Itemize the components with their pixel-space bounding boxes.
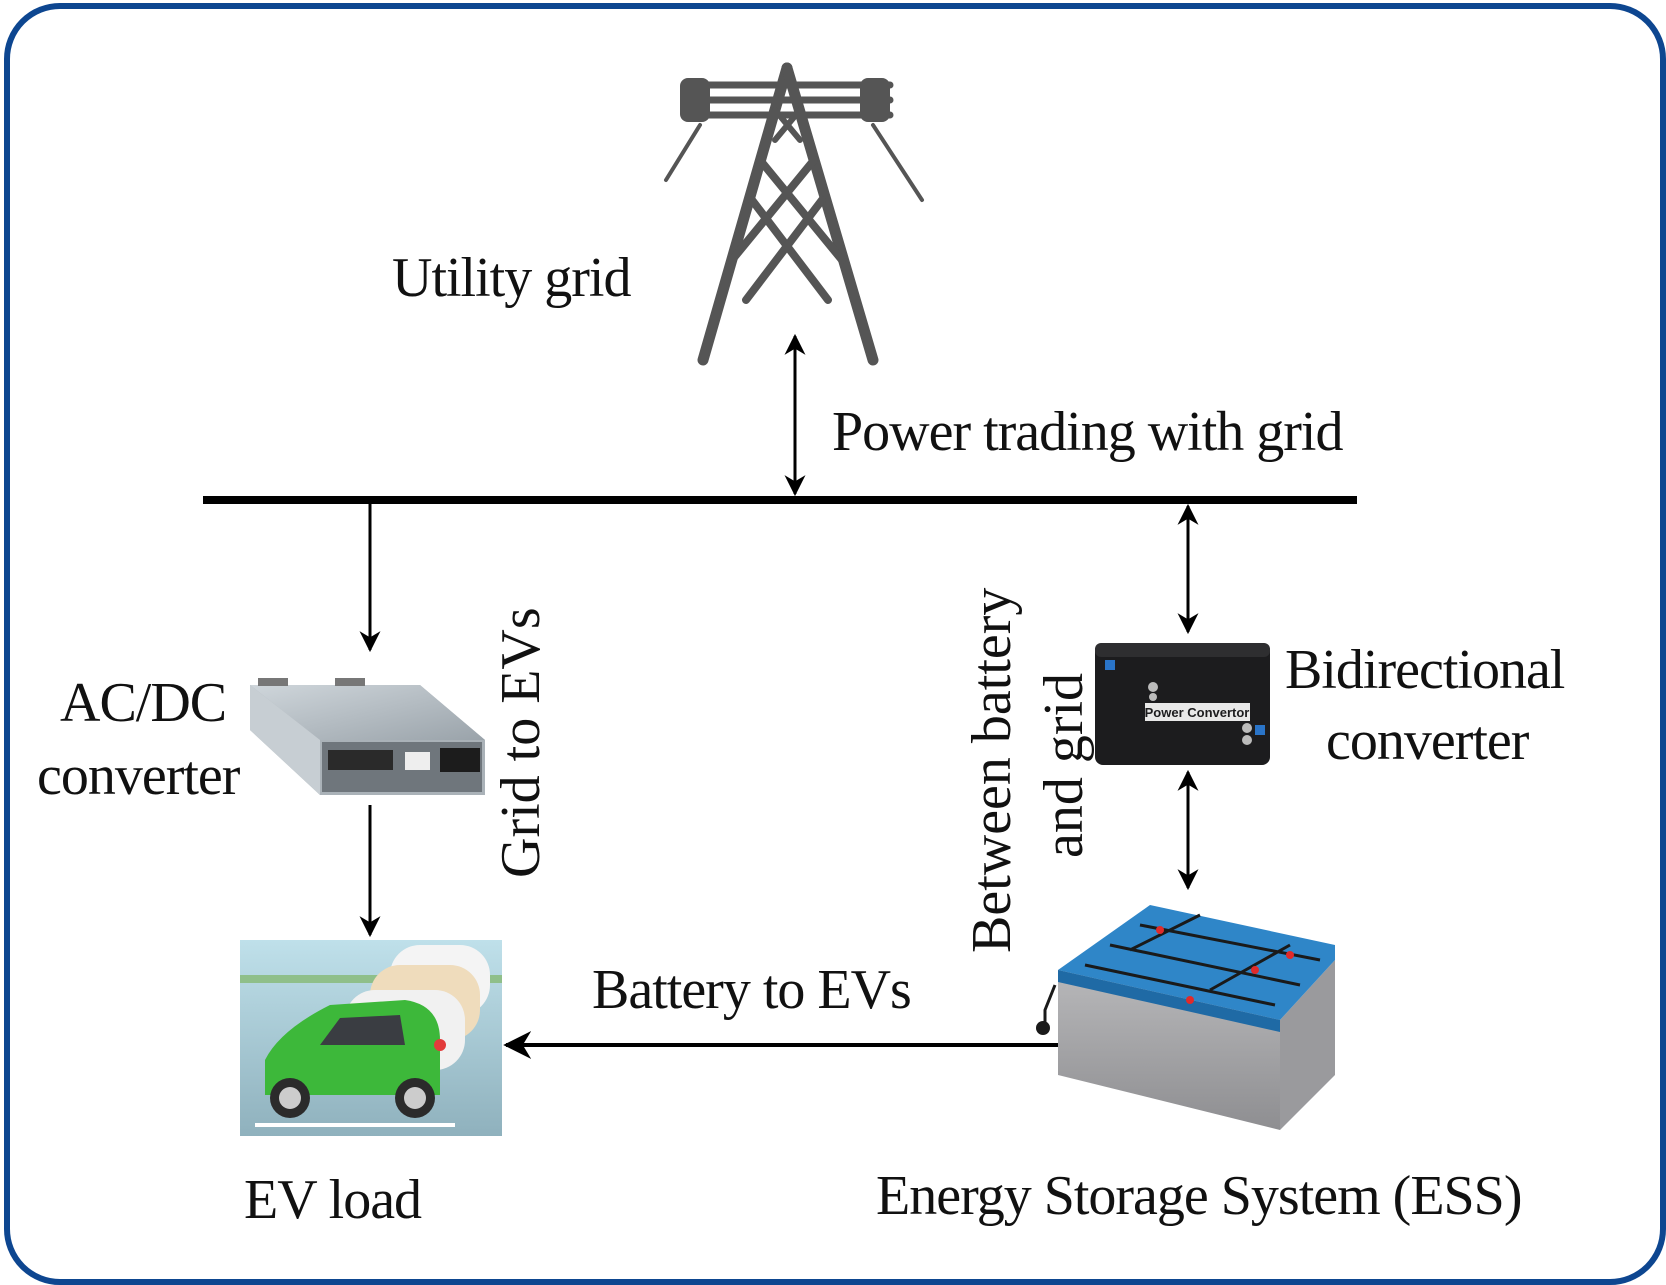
- acdc-converter-label-line2: converter: [37, 745, 240, 807]
- transmission-tower-icon: [664, 62, 924, 366]
- bidirectional-converter-label-line2: converter: [1326, 710, 1529, 772]
- power-supply-unit-icon: [250, 678, 485, 795]
- battery-grid-label-line2: and grid: [1033, 672, 1095, 858]
- bidirectional-converter-label-line1: Bidirectional: [1285, 639, 1565, 701]
- converter-device-text: Power Convertor: [1145, 705, 1250, 720]
- utility-grid-label: Utility grid: [392, 247, 631, 309]
- electric-cars-charging-icon: [240, 940, 502, 1136]
- grid-to-evs-label: Grid to EVs: [490, 607, 552, 878]
- ev-load-label: EV load: [244, 1169, 422, 1231]
- battery-to-evs-label: Battery to EVs: [592, 959, 912, 1021]
- battery-bank-icon: [1036, 905, 1335, 1130]
- tower-insulator-right: [860, 78, 890, 122]
- acdc-converter-label-line1: AC/DC: [60, 672, 227, 734]
- ess-label: Energy Storage System (ESS): [876, 1165, 1522, 1227]
- tower-insulator-left: [680, 78, 710, 122]
- power-converter-box-icon: Power Convertor: [1095, 643, 1270, 765]
- battery-grid-label-line1: Between battery: [961, 587, 1023, 953]
- power-trading-label: Power trading with grid: [832, 401, 1343, 463]
